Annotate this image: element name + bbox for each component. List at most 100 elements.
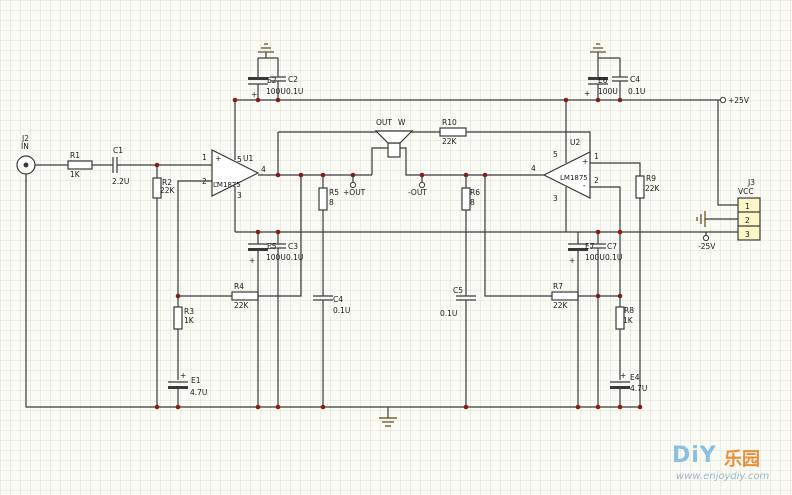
ground-symbol-u1 xyxy=(258,43,274,53)
label-e2-value: 100U xyxy=(266,87,286,96)
label-e4: E4 xyxy=(630,373,640,382)
watermark-brand: DiY xyxy=(672,443,717,468)
label-r1: R1 xyxy=(70,151,80,160)
terminal-minus25: -25V xyxy=(698,232,716,251)
terminal-plus-out: +OUT xyxy=(343,175,366,197)
label-e5: E5 xyxy=(267,242,277,251)
input-jack-j2: J2 IN xyxy=(16,134,36,182)
ground-bus xyxy=(25,180,640,427)
label-r4-value: 22K xyxy=(234,301,250,310)
e5-plus: + xyxy=(249,256,255,265)
u1-pin4: 4 xyxy=(261,165,266,174)
label-c2-value: 0.1U xyxy=(286,87,303,96)
label-r6: R6 xyxy=(470,188,480,197)
label-e6: E6 xyxy=(598,76,608,85)
label-minus-out: -OUT xyxy=(408,188,427,197)
label-e7: E7 xyxy=(585,242,595,251)
j3-pin3: 3 xyxy=(745,230,750,239)
label-c1-value: 2.2U xyxy=(112,177,129,186)
label-c7-value: 0.1U xyxy=(605,253,622,262)
label-c1: C1 xyxy=(113,146,123,155)
label-e5-value: 100U xyxy=(266,253,286,262)
label-vcc: VCC xyxy=(738,187,754,196)
label-e1: E1 xyxy=(191,376,201,385)
label-j2: J2 xyxy=(21,134,29,143)
label-c3: C3 xyxy=(288,242,298,251)
label-r5-value: 8 xyxy=(329,198,334,207)
label-c5: C5 xyxy=(453,286,463,295)
capacitor-c2: C2 0.1U xyxy=(270,58,303,100)
label-r6-value: 8 xyxy=(470,198,475,207)
u1-pin5: 5 xyxy=(237,155,242,164)
ground-symbol-u2 xyxy=(590,43,606,53)
watermark: DiY 乐园 www.enjoydiy.com xyxy=(672,443,780,489)
u2-pin1: 1 xyxy=(594,152,599,161)
u2-pin2: 2 xyxy=(594,176,599,185)
label-c2: C2 xyxy=(288,75,298,84)
label-e7-value: 100U xyxy=(585,253,605,262)
electrolytic-e6: + E6 100U xyxy=(584,58,618,100)
label-plus25: +25V xyxy=(728,96,750,105)
label-r7-value: 22K xyxy=(553,301,569,310)
label-c3-value: 0.1U xyxy=(286,253,303,262)
label-minus25: -25V xyxy=(698,242,716,251)
label-r8: R8 xyxy=(624,306,634,315)
label-r3-value: 1K xyxy=(184,316,195,325)
label-out: OUT xyxy=(376,118,392,127)
e6-plus: + xyxy=(584,89,590,98)
electrolytic-e1: + E1 4.7U xyxy=(168,371,207,397)
label-r3: R3 xyxy=(184,307,194,316)
label-c4-top: C4 xyxy=(630,75,640,84)
watermark-brand-cn: 乐园 xyxy=(724,449,760,470)
label-c5-value: 0.1U xyxy=(440,309,457,318)
u2-pin3: 3 xyxy=(553,194,558,203)
e7-plus: + xyxy=(569,256,575,265)
connector-j3: 1 2 3 J3 VCC xyxy=(737,178,761,241)
label-c4-value: 0.1U xyxy=(333,306,350,315)
label-j3: J3 xyxy=(747,178,755,187)
label-u1: U1 xyxy=(243,154,253,163)
u2-chip: LM1875 xyxy=(560,174,588,182)
ground-symbol-j3 xyxy=(696,211,706,227)
label-u2: U2 xyxy=(570,138,580,147)
label-in: IN xyxy=(21,142,29,151)
capacitor-c7: C7 0.1U xyxy=(590,232,622,407)
label-w: W xyxy=(398,118,406,127)
electrolytic-e5: + E5 100U xyxy=(248,232,286,407)
u2-pin4: 4 xyxy=(531,164,536,173)
u2-pin5: 5 xyxy=(553,150,558,159)
label-c4: C4 xyxy=(333,295,343,304)
label-r9-value: 22K xyxy=(645,184,661,193)
u1-pin3: 3 xyxy=(237,191,242,200)
watermark-url: www.enjoydiy.com xyxy=(676,471,770,482)
label-e4-value: 4.7U xyxy=(630,384,647,393)
label-r8-value: 1K xyxy=(623,316,634,325)
ground-symbol-bottom xyxy=(379,417,397,427)
label-r1-value: 1K xyxy=(70,170,81,179)
u1-chip: LM1875 xyxy=(213,181,241,189)
u1-pin1: 1 xyxy=(202,153,207,162)
label-r4: R4 xyxy=(234,282,244,291)
u2-minus: - xyxy=(583,181,586,190)
label-e6-value: 100U xyxy=(598,87,618,96)
label-r9: R9 xyxy=(646,174,656,183)
terminal-plus25: +25V xyxy=(719,96,750,105)
j3-pin2: 2 xyxy=(745,216,750,225)
terminal-minus-out: -OUT xyxy=(408,175,427,197)
electrolytic-e4: + E4 4.7U xyxy=(610,371,647,393)
speaker-out: OUT W xyxy=(374,118,414,158)
u2-plus: + xyxy=(582,157,588,166)
label-c7: C7 xyxy=(607,242,617,251)
e4-plus: + xyxy=(620,371,626,380)
label-r10: R10 xyxy=(442,118,457,127)
opamp-u2: + - LM1875 U2 5 4 3 1 2 xyxy=(531,138,599,203)
e1-plus: + xyxy=(180,371,186,380)
label-r10-value: 22K xyxy=(442,137,458,146)
label-r5: R5 xyxy=(329,188,339,197)
label-plus-out: +OUT xyxy=(343,188,366,197)
e2-plus: + xyxy=(251,90,257,99)
capacitor-c3: C3 0.1U xyxy=(270,232,303,407)
u1-minus: - xyxy=(215,178,218,187)
